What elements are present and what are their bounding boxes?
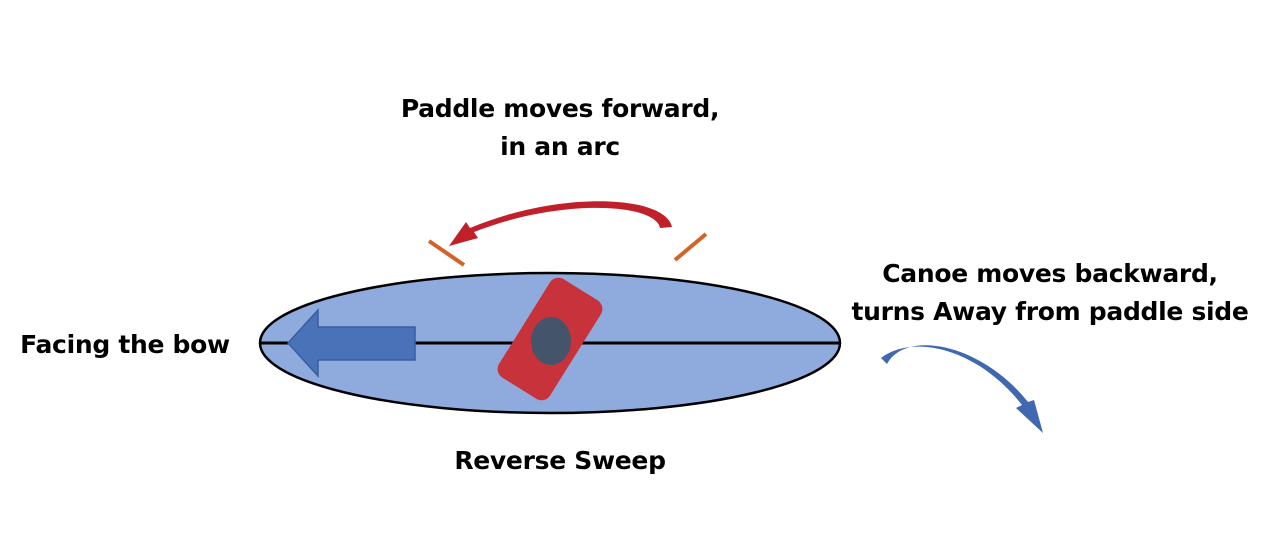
canoe-motion-label: Canoe moves backward, turns Away from pa… — [835, 255, 1265, 331]
paddle-motion-label: Paddle moves forward, in an arc — [370, 90, 750, 166]
paddler-head — [531, 317, 571, 365]
paddle-end-marker-icon — [673, 232, 708, 262]
bow-direction-arrow-icon — [286, 308, 416, 378]
canoe-motion-line-1: Canoe moves backward, — [882, 259, 1218, 288]
paddle-motion-line-2: in an arc — [500, 132, 620, 161]
paddle-start-marker-icon — [427, 239, 466, 267]
stroke-name-label: Reverse Sweep — [454, 446, 666, 475]
canoe-turn-arrow-icon — [881, 345, 1043, 433]
paddle-motion-line-1: Paddle moves forward, — [400, 94, 720, 123]
canoe-motion-line-2: turns Away from paddle side — [851, 297, 1249, 326]
facing-label: Facing the bow — [20, 330, 230, 359]
paddle-arc-arrow-icon — [449, 201, 672, 246]
